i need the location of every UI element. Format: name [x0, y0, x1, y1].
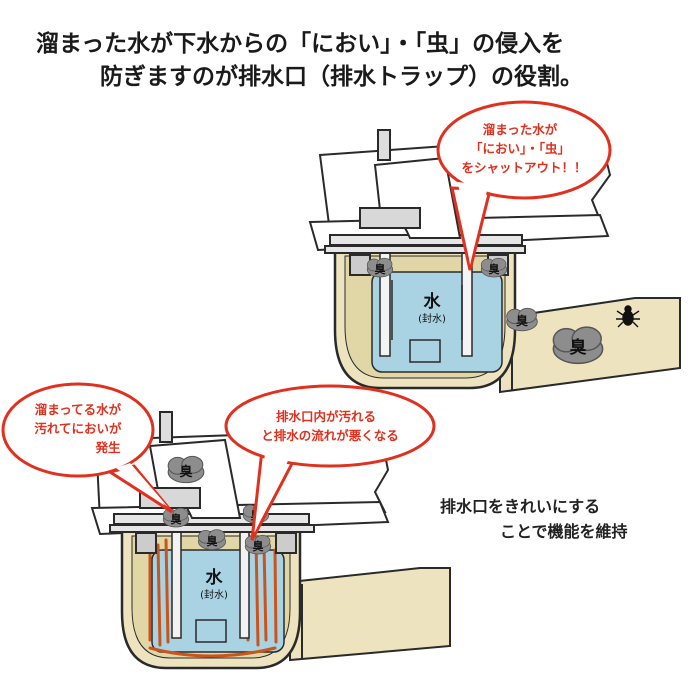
bottom-outlet-pipe	[289, 567, 451, 662]
top-odor-label-4: 臭	[570, 337, 587, 358]
bottom-left-speech-bubble	[1, 382, 174, 514]
caption-line-1: 排水口をきれいにする	[440, 497, 601, 516]
bottom-water-label: 水	[206, 567, 224, 588]
bottom-diagram: 臭 臭 臭 臭 臭 水 (封水) 溜まってる水が 汚れてにおいが 発生 排水口内…	[1, 382, 451, 670]
headline: 溜まった水が下水からの「におい」・「虫」の侵入を 防ぎますのが排水口（排水トラッ…	[0, 28, 700, 94]
bottom-odor-label-5: 臭	[253, 539, 264, 553]
bottom-left-bubble-line-3: 発生	[94, 440, 121, 455]
top-overflow-elbow	[359, 129, 462, 239]
dirt-streaks	[148, 538, 278, 658]
bottom-right-bubble-line-2: と排水の流れが悪くなる	[261, 428, 399, 443]
bottom-water	[151, 549, 285, 653]
top-bubble-line-3: をシャットアウト！！	[461, 160, 586, 175]
top-speech-bubble	[436, 100, 612, 271]
bottom-odor-label-2: 臭	[171, 512, 182, 526]
top-diagram: 臭 臭 臭 臭 水 (封水) 溜まった水が 「におい」・「虫」 をシャットアウト…	[308, 100, 681, 394]
bottom-water-sub: (封水)	[200, 588, 228, 601]
top-water-label: 水	[424, 291, 442, 312]
caption-line-2: ことで機能を維持	[500, 522, 628, 541]
bottom-left-bubble-line-1: 溜まってる水が	[35, 402, 122, 417]
bottom-right-bubble-line-1: 排水口内が汚れる	[276, 409, 376, 424]
headline-line-1: 溜まった水が下水からの「におい」・「虫」の侵入を	[36, 31, 565, 57]
top-bubble-line-1: 溜まった水が	[483, 122, 558, 137]
bottom-left-bubble-line-2: 汚れてにおいが	[34, 421, 122, 436]
top-odor-label-3: 臭	[516, 313, 528, 328]
bottom-odor-label-3: 臭	[207, 534, 218, 548]
top-odor-label-2: 臭	[489, 262, 500, 276]
bottom-odor-label-1: 臭	[179, 464, 192, 480]
headline-line-2: 防ぎますのが排水口（排水トラップ）の役割。	[100, 64, 583, 90]
top-water-sub: (封水)	[418, 312, 446, 325]
caption: 排水口をきれいにする ことで機能を維持	[440, 494, 680, 544]
top-odor-label-1: 臭	[375, 262, 386, 276]
top-bubble-line-2: 「におい」・「虫」	[470, 141, 570, 156]
insect-icon	[616, 305, 640, 328]
bottom-right-speech-bubble	[224, 384, 436, 541]
